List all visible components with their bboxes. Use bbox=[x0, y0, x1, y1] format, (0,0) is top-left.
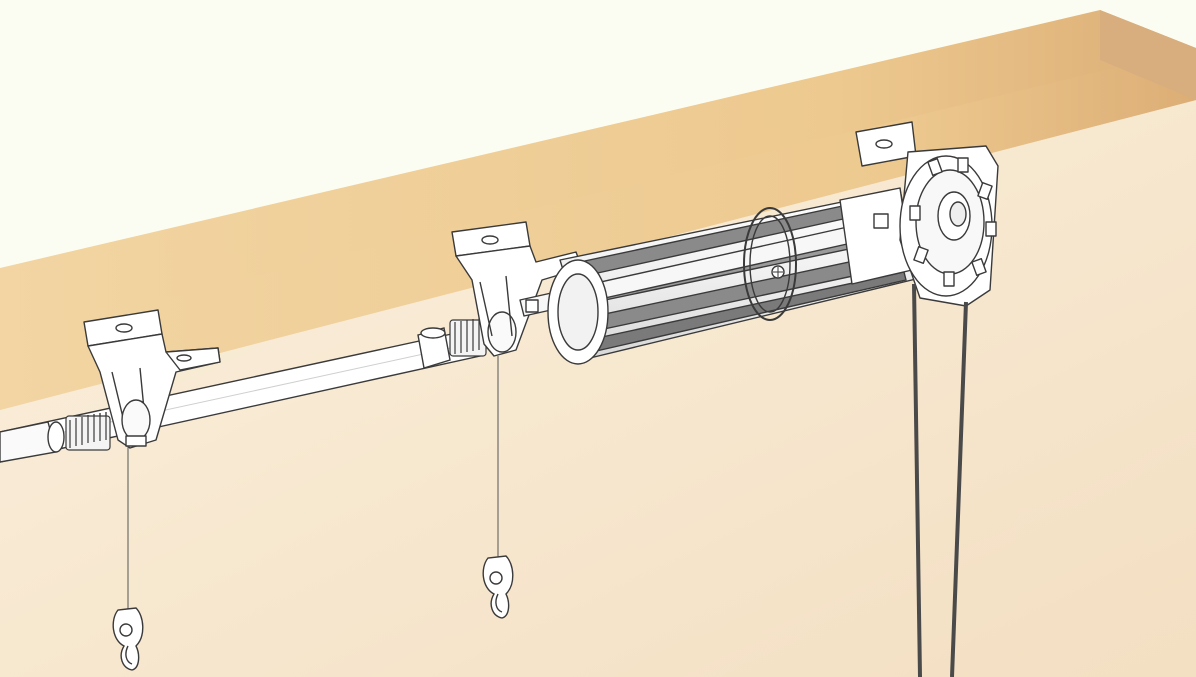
middle-spring-coil bbox=[449, 318, 487, 357]
gear-hub-core bbox=[949, 201, 967, 227]
left-bracket-tab bbox=[125, 435, 147, 447]
middle-bracket-screw bbox=[481, 235, 499, 245]
left-cord-hook bbox=[112, 607, 144, 671]
drum-channel-slot bbox=[525, 299, 539, 313]
left-hook-eye bbox=[119, 623, 133, 637]
rod-end-cap bbox=[47, 421, 65, 453]
left-bracket-arm bbox=[165, 347, 221, 371]
drum-spool bbox=[519, 187, 921, 365]
drum-right-slot bbox=[873, 213, 889, 229]
rod-coupler-end bbox=[420, 327, 446, 339]
middle-bracket bbox=[451, 221, 583, 357]
middle-hook-eye bbox=[489, 571, 503, 585]
pull-cord-left bbox=[912, 283, 922, 677]
left-bracket-clip bbox=[121, 399, 151, 441]
head-rail-end bbox=[1100, 10, 1196, 100]
middle-bracket-detail bbox=[479, 275, 513, 337]
drum-left-ring-inner bbox=[557, 273, 599, 351]
right-gear-bracket bbox=[855, 121, 999, 307]
gear-teeth bbox=[909, 157, 997, 287]
drum-middle-ring bbox=[743, 207, 797, 321]
gear-bracket-screw bbox=[875, 139, 893, 149]
left-bracket-screw bbox=[115, 323, 133, 333]
pull-cords bbox=[912, 283, 968, 677]
middle-bracket-clip bbox=[487, 311, 517, 353]
left-bracket bbox=[83, 309, 221, 449]
left-bracket-screw-2 bbox=[176, 354, 192, 362]
drum-middle-ring-inner bbox=[749, 215, 791, 313]
middle-cord-hook bbox=[482, 555, 514, 619]
pull-cord-right bbox=[950, 301, 968, 677]
left-spring-coil bbox=[65, 412, 111, 451]
